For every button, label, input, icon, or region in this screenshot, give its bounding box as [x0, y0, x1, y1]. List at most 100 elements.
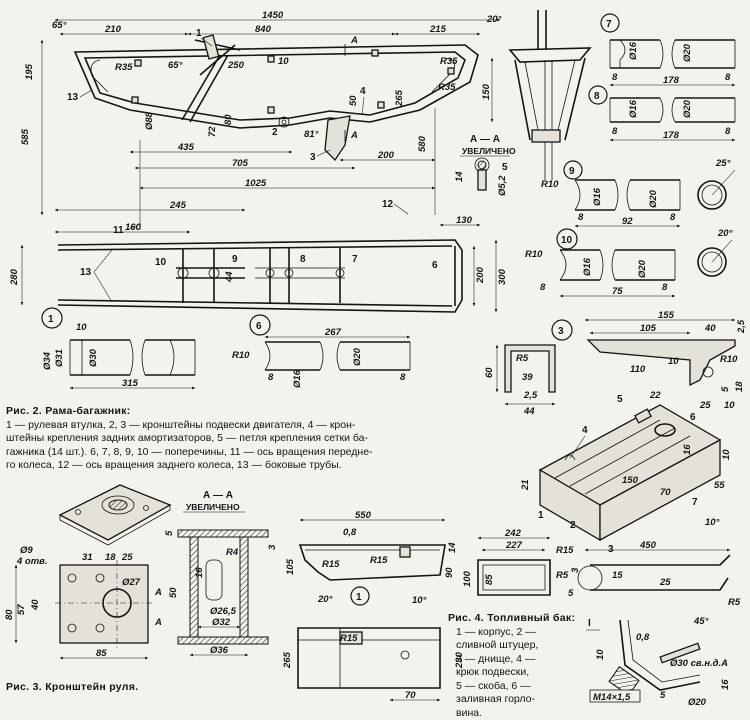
svg-text:57: 57 — [16, 604, 27, 615]
svg-text:R4: R4 — [226, 547, 239, 558]
svg-text:А: А — [350, 130, 358, 141]
svg-text:R15: R15 — [340, 633, 358, 644]
fig3-caption: Рис. 3. Кронштейн руля. — [6, 681, 138, 695]
svg-text:70: 70 — [405, 690, 416, 701]
svg-text:75: 75 — [612, 286, 623, 297]
svg-text:1: 1 — [196, 28, 202, 39]
svg-text:8: 8 — [540, 282, 546, 293]
svg-text:Ø26,5: Ø26,5 — [210, 606, 237, 617]
svg-text:72: 72 — [207, 126, 218, 137]
svg-text:6: 6 — [256, 321, 262, 332]
svg-text:100: 100 — [462, 570, 473, 587]
fig4-caption-line: 1 — корпус, 2 — — [448, 626, 588, 640]
svg-text:840: 840 — [255, 24, 272, 35]
svg-text:15: 15 — [612, 570, 623, 581]
steering-bracket-section: А — А УВЕЛИЧЕНО 5 3 16 50 R4 Ø26,5 Ø32 Ø… — [164, 490, 278, 656]
svg-text:31: 31 — [82, 552, 93, 563]
detail-8: 8 Ø16 Ø20 8 8 178 — [589, 86, 735, 141]
svg-text:5: 5 — [164, 530, 175, 536]
svg-text:Ø32: Ø32 — [212, 617, 231, 628]
svg-text:9: 9 — [232, 254, 238, 265]
svg-text:А — А: А — А — [470, 134, 500, 145]
svg-text:250: 250 — [227, 60, 245, 71]
svg-text:8: 8 — [662, 282, 668, 293]
svg-text:9: 9 — [569, 166, 575, 177]
svg-text:16: 16 — [194, 567, 205, 578]
svg-text:Ø88: Ø88 — [144, 111, 155, 130]
fig4-caption-title: Рис. 4. Топливный бак: — [448, 612, 588, 626]
svg-text:8: 8 — [725, 72, 731, 83]
svg-text:8: 8 — [400, 372, 406, 383]
svg-text:210: 210 — [104, 24, 122, 35]
svg-text:А: А — [154, 587, 162, 598]
svg-text:45°: 45° — [693, 616, 709, 627]
svg-text:10: 10 — [278, 56, 289, 67]
svg-text:10: 10 — [595, 649, 606, 660]
svg-text:8: 8 — [612, 72, 618, 83]
svg-text:155: 155 — [658, 310, 675, 321]
fuel-tank-front: 550 0,8 105 14 90 R15 R15 20° 10° 1 — [285, 510, 458, 606]
svg-text:13: 13 — [67, 92, 79, 103]
svg-text:Ø20: Ø20 — [682, 43, 693, 62]
svg-text:14: 14 — [454, 171, 465, 182]
svg-text:150: 150 — [481, 83, 492, 100]
frame-top-view: 245 160 130 280 200 300 44 — [9, 200, 508, 312]
svg-text:3: 3 — [608, 544, 614, 555]
svg-text:Ø16: Ø16 — [592, 187, 603, 206]
svg-text:R35: R35 — [440, 56, 458, 67]
svg-text:705: 705 — [232, 158, 249, 169]
detail-10: 10 R10 Ø16 Ø20 8 8 75 20° — [525, 228, 733, 297]
svg-text:105: 105 — [640, 323, 657, 334]
svg-text:1: 1 — [538, 510, 544, 521]
svg-text:40: 40 — [704, 323, 716, 334]
fig2-caption-line: штейны крепления задних амортизаторов, 5… — [6, 432, 526, 446]
svg-text:R35: R35 — [438, 82, 456, 93]
svg-text:215: 215 — [429, 24, 447, 35]
svg-text:280: 280 — [9, 268, 20, 286]
fig4-caption-line: крюк подвески, — [448, 666, 588, 680]
detail-3: 3 155 105 40 2,5 110 10 R10 18 25 10 5 6… — [484, 310, 747, 417]
svg-text:R15: R15 — [322, 559, 340, 570]
svg-text:R10: R10 — [525, 249, 543, 260]
svg-text:Ø16: Ø16 — [628, 99, 639, 118]
svg-text:R5: R5 — [556, 570, 569, 581]
svg-text:Ø34: Ø34 — [42, 351, 53, 370]
svg-text:20°: 20° — [486, 14, 502, 25]
svg-text:13: 13 — [80, 267, 92, 278]
svg-text:10°: 10° — [412, 595, 427, 606]
svg-text:315: 315 — [122, 378, 139, 389]
svg-text:3: 3 — [558, 326, 564, 337]
svg-text:18: 18 — [105, 552, 116, 563]
svg-text:1: 1 — [48, 314, 54, 325]
svg-text:40: 40 — [30, 599, 41, 611]
svg-text:8: 8 — [670, 212, 676, 223]
fig4-caption-line: 5 — скоба, 6 — — [448, 680, 588, 694]
svg-text:Ø5,2: Ø5,2 — [497, 175, 508, 196]
svg-text:Ø20: Ø20 — [688, 697, 707, 708]
svg-text:65°: 65° — [52, 20, 67, 31]
detail-7: 7 Ø16 Ø20 8 8 178 — [601, 14, 735, 86]
svg-text:R15: R15 — [556, 545, 574, 556]
svg-text:Ø27: Ø27 — [122, 577, 141, 588]
svg-text:10°: 10° — [705, 517, 720, 528]
svg-text:Ø20: Ø20 — [648, 189, 659, 208]
fig2-caption-line: гажника (14 шт.). 6, 7, 8, 9, 10 — попер… — [6, 446, 526, 460]
svg-text:25°: 25° — [715, 158, 731, 169]
svg-text:R5: R5 — [728, 597, 741, 608]
svg-text:8: 8 — [612, 126, 618, 137]
svg-text:2,5: 2,5 — [736, 319, 747, 334]
detail-6: 6 267 R10 8 8 Ø16 Ø20 — [232, 315, 410, 388]
svg-text:Ø20: Ø20 — [682, 99, 693, 118]
fig4-caption: Рис. 4. Топливный бак: 1 — корпус, 2 — с… — [448, 612, 588, 720]
svg-text:39: 39 — [522, 372, 533, 383]
svg-text:6: 6 — [690, 412, 696, 423]
fig4-caption-line: 3 — днище, 4 — — [448, 653, 588, 667]
svg-text:22: 22 — [649, 390, 661, 401]
svg-text:R35: R35 — [115, 62, 133, 73]
svg-text:16: 16 — [682, 444, 693, 455]
svg-text:I: I — [588, 618, 591, 629]
fig2-caption-title: Рис. 2. Рама-багажник: — [6, 405, 526, 419]
svg-text:2: 2 — [570, 520, 576, 531]
svg-text:R10: R10 — [541, 179, 559, 190]
